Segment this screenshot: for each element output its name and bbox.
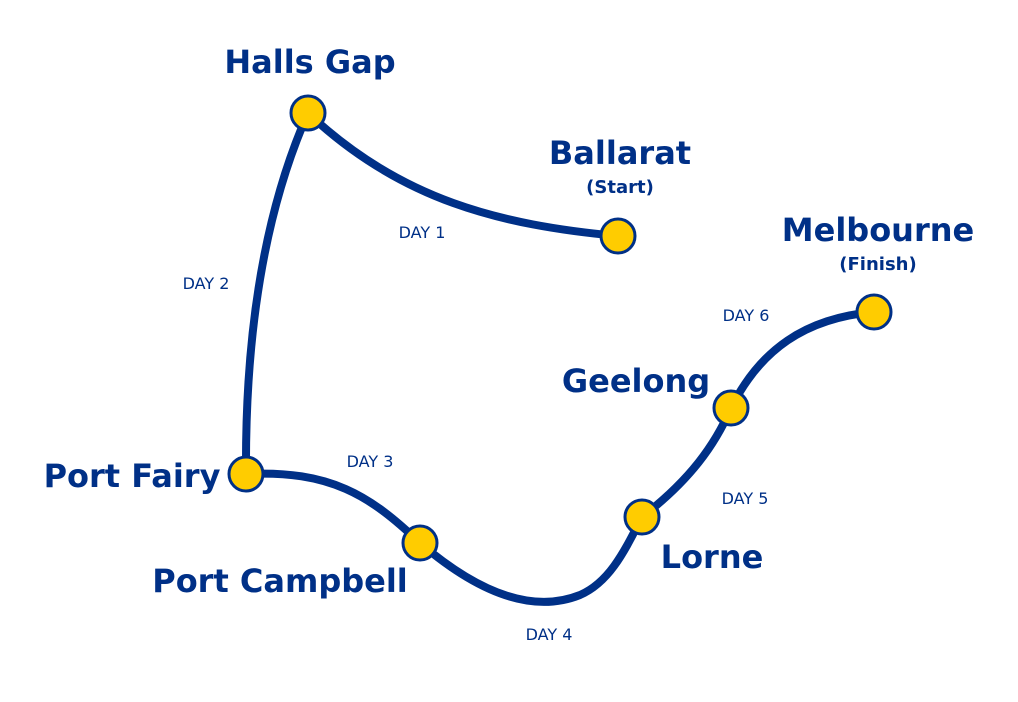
route-segment-day-3 [242,469,424,547]
stop-marker-melbourne[interactable] [855,293,893,331]
stop-marker-port-fairy[interactable] [227,455,265,493]
day-label-3: DAY 3 [347,452,394,471]
stop-marker-ballarat[interactable] [599,217,637,255]
city-labels: Halls Gap Ballarat (Start) Melbourne (Fi… [44,43,975,600]
stop-marker-halls-gap[interactable] [289,94,327,132]
stop-marker-geelong[interactable] [712,389,750,427]
route-segment-day-6 [727,308,878,412]
city-label-ballarat: Ballarat [549,134,691,172]
city-label-lorne: Lorne [661,538,764,576]
day-label-5: DAY 5 [722,489,769,508]
day-label-6: DAY 6 [723,306,770,325]
day-labels: DAY 1 DAY 2 DAY 3 DAY 4 DAY 5 DAY 6 [183,223,770,644]
city-sublabel-melbourne: (Finish) [839,254,916,275]
city-sublabel-ballarat: (Start) [586,177,654,198]
route-segment-day-4 [416,513,646,606]
day-label-1: DAY 1 [399,223,446,242]
city-label-halls-gap: Halls Gap [224,43,395,81]
stop-marker-port-campbell[interactable] [401,524,439,562]
city-label-geelong: Geelong [562,362,710,400]
stop-marker-lorne[interactable] [623,498,661,536]
day-label-4: DAY 4 [526,625,573,644]
route-segment-day-1 [304,109,622,240]
city-label-melbourne: Melbourne [782,211,974,249]
stop-markers [227,94,893,562]
route-segment-day-2 [241,109,312,478]
day-label-2: DAY 2 [183,274,230,293]
city-label-port-campbell: Port Campbell [152,562,408,600]
city-label-port-fairy: Port Fairy [44,457,221,495]
route-line [241,109,878,606]
